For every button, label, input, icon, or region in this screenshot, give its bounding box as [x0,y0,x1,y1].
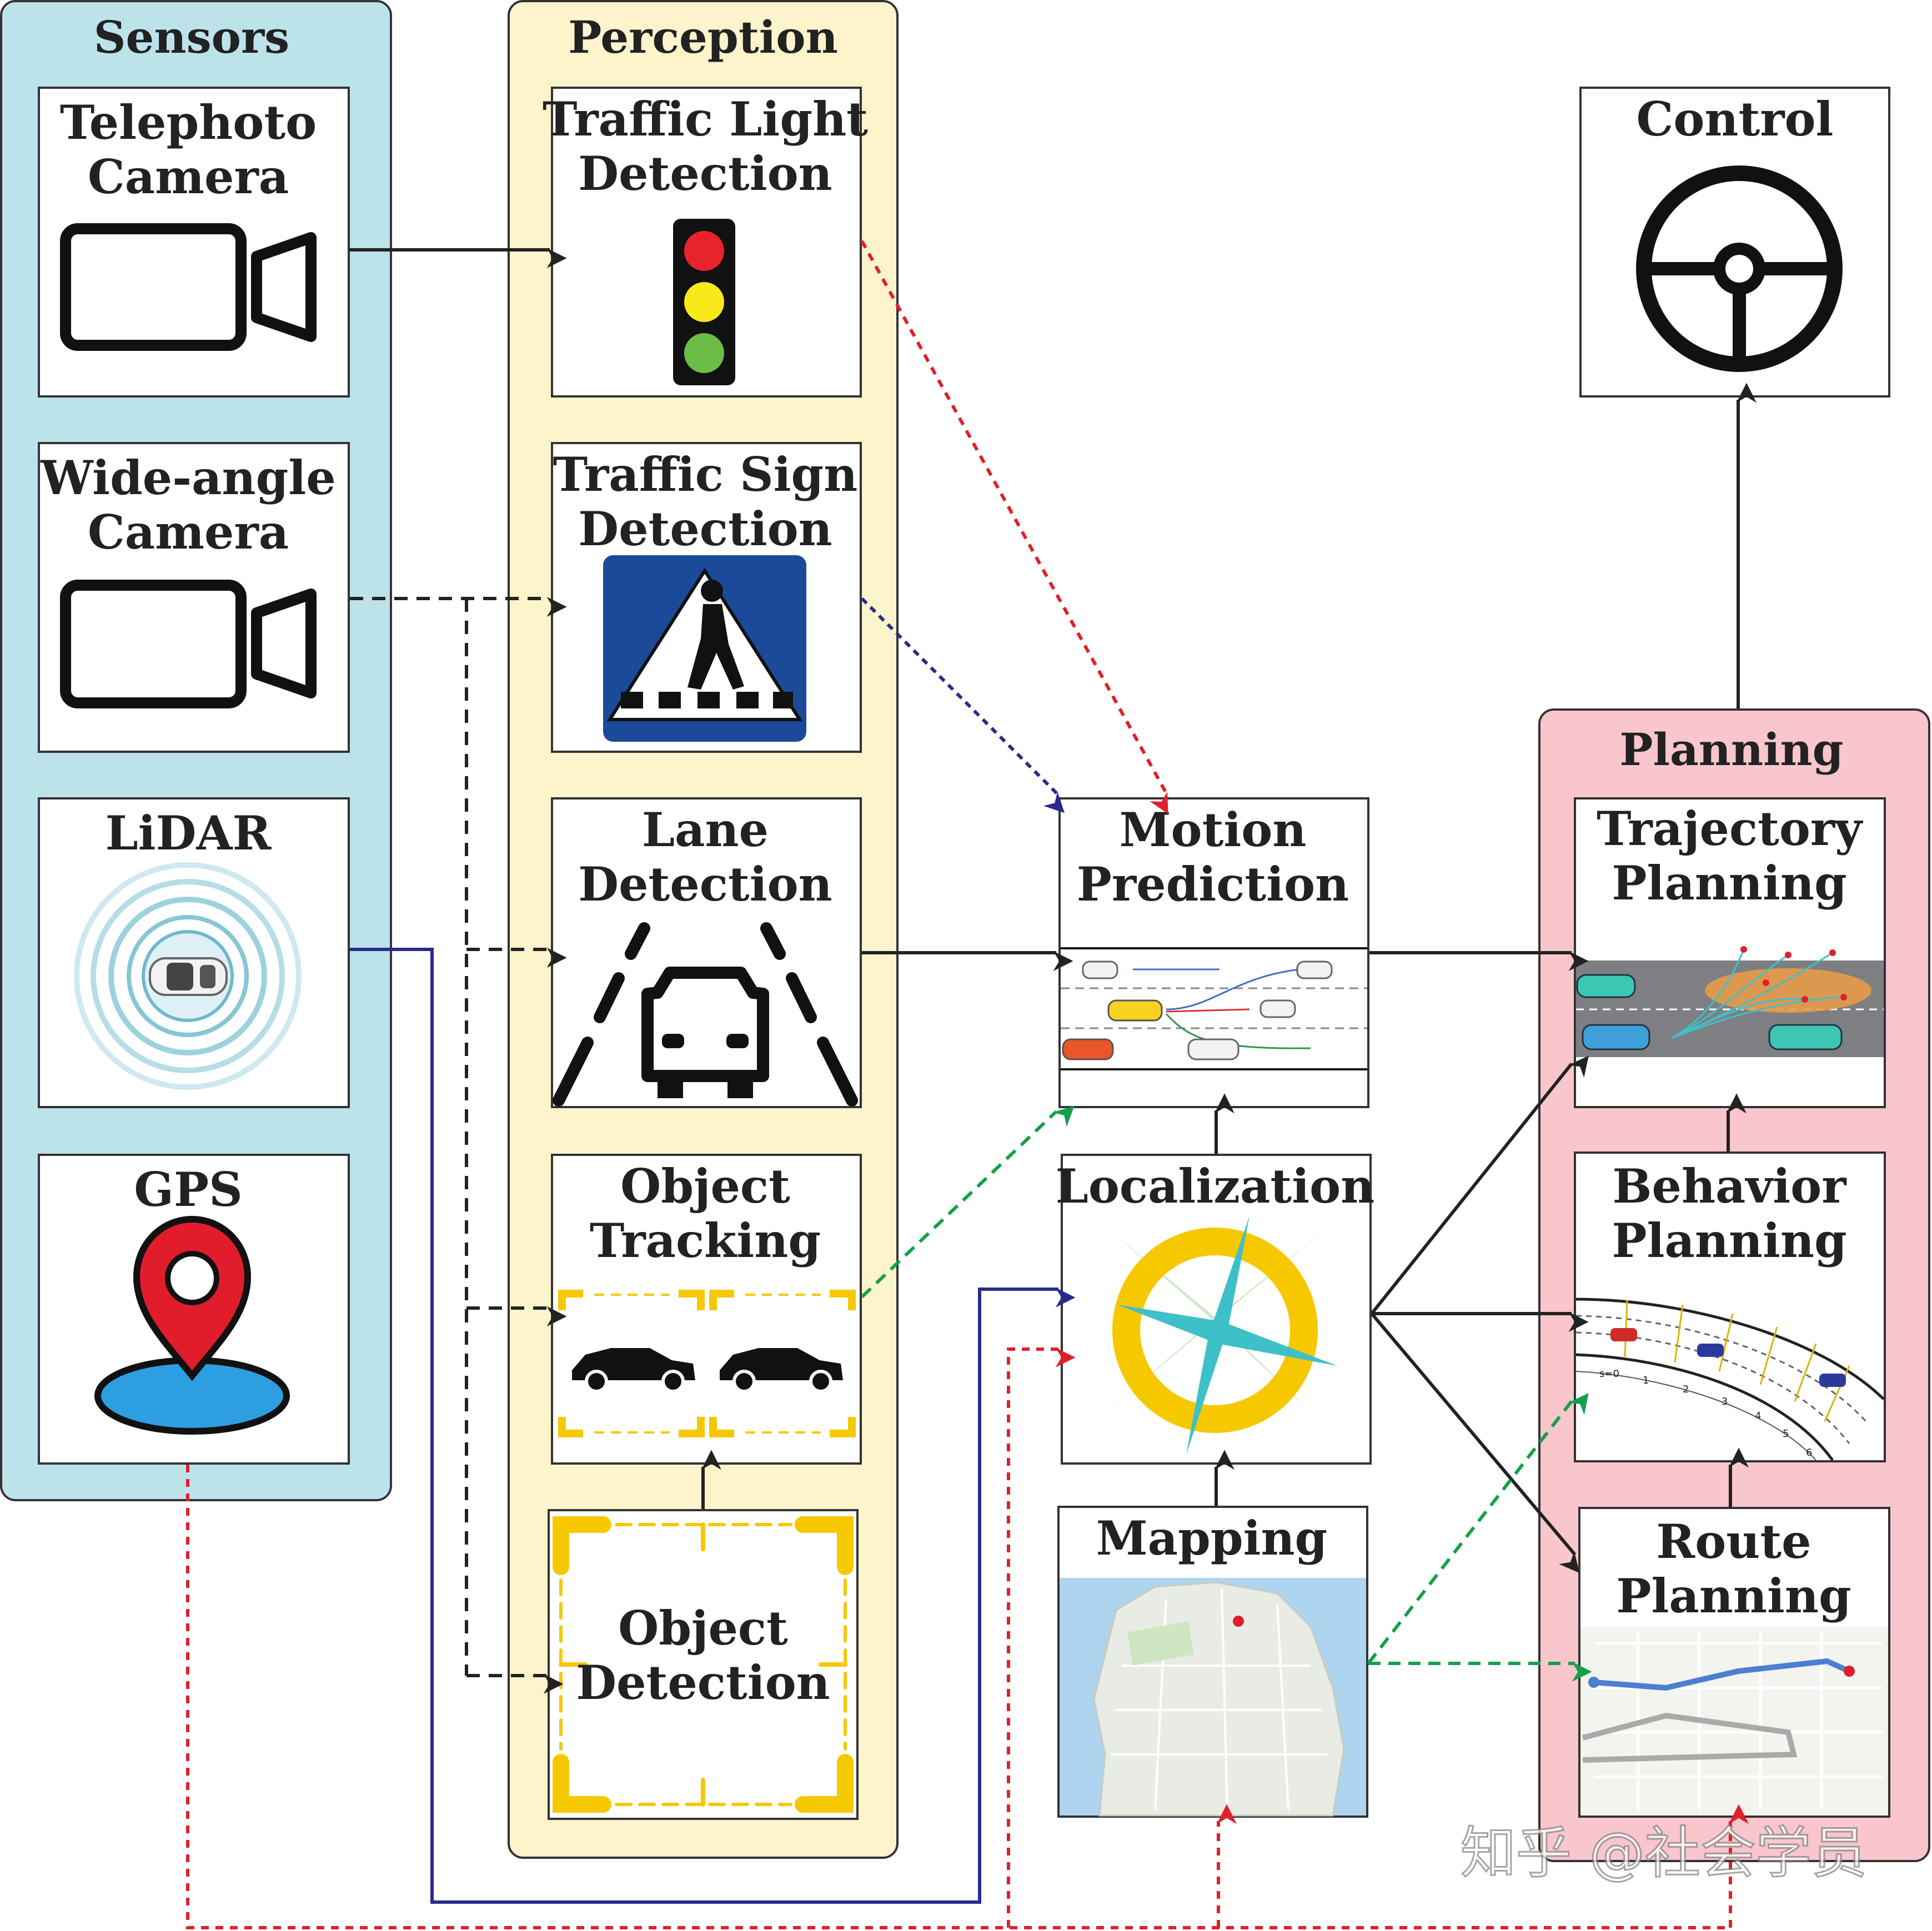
traffic-light-label-line1: Traffic Light [543,92,868,147]
traffic-sign-detection-box: Traffic Sign Detection [551,442,862,753]
pedestrian-icon [688,580,744,690]
object-tracking-box: Object Tracking [551,1154,862,1465]
car-top-icon [149,957,228,996]
arrow-localization-to-route [1370,1313,1580,1573]
traffic-light-detection-box: Traffic Light Detection [543,87,868,398]
trajectory-planning-box: Trajectory Planning [1574,797,1886,1108]
object-tracking-label-line2: Tracking [590,1213,821,1268]
traffic-light-label-line2: Detection [578,146,832,201]
behavior-curve-road-icon [1575,1298,1885,1461]
trajectory-label-line2: Planning [1612,856,1846,911]
tracking-frames-icon [558,1290,856,1437]
localization-label: Localization [1056,1159,1374,1214]
map-icon [1060,1578,1366,1817]
arrow-mapping-to-behavior [1367,1393,1589,1665]
localization-box: Localization [1056,1154,1374,1465]
steering-wheel-icon [1636,165,1843,372]
object-detection-box: Object Detection [548,1509,859,1820]
route-map-icon [1580,1627,1888,1816]
behavior-scale-label: 6 [1806,1447,1812,1459]
trajectory-road-icon [1576,946,1884,1057]
control-label: Control [1637,92,1834,147]
behavior-label-line2: Planning [1612,1213,1846,1268]
gps-box: GPS [38,1154,350,1465]
arrow-traffic-light-to-motion [860,240,1169,814]
wide-angle-label-line2: Camera [88,505,289,560]
lane-car-icon [553,922,858,1107]
connectors [186,240,1757,1929]
perception-group-title: Perception [568,11,837,63]
traffic-sign-label-line1: Traffic Sign [553,447,858,502]
behavior-label-line1: Behavior [1613,1159,1848,1214]
lane-detection-box: Lane Detection [551,797,862,1108]
route-planning-box: Route Planning [1578,1507,1890,1818]
motion-prediction-box: Motion Prediction [1058,797,1369,1108]
lidar-label: LiDAR [106,806,272,861]
wide-angle-camera-box: Wide-angle Camera [38,442,350,753]
road-scene-icon [1061,947,1367,1070]
behavior-planning-box: Behavior Planning s=0 1 2 3 [1574,1151,1886,1462]
object-detection-label-line1: Object [618,1601,788,1656]
route-label-line2: Planning [1616,1568,1851,1623]
control-box: Control [1579,87,1890,398]
camera-icon [60,580,317,708]
arrow-traffic-sign-to-motion [860,597,1065,813]
behavior-scale-label: 3 [1722,1396,1728,1407]
traffic-light-icon [673,219,735,385]
traffic-sign-label-line2: Detection [578,501,832,556]
trajectory-label-line1: Trajectory [1597,801,1863,856]
detection-frame-icon [553,1516,854,1813]
object-detection-label-line2: Detection [576,1655,830,1710]
behavior-scale-label: s=0 [1599,1368,1619,1380]
arrow-lidar-to-localization [350,948,1076,1904]
arrow-gps-to-localization [1007,1347,1076,1928]
arrow-localization-to-trajectory [1370,1055,1589,1315]
motion-prediction-label-line2: Prediction [1077,857,1349,912]
lane-label-line2: Detection [578,857,832,912]
telephoto-label-line1: Telephoto [60,95,317,150]
behavior-scale-label: 2 [1683,1384,1689,1395]
lidar-box: LiDAR [38,797,350,1108]
wide-angle-label-line1: Wide-angle [40,450,335,505]
arrow-tracking-to-motion [860,1105,1075,1299]
telephoto-label-line2: Camera [88,149,289,204]
watermark-text: 知乎 @社会学员 [1461,1821,1867,1885]
behavior-scale-label: 5 [1783,1428,1789,1440]
mapping-box: Mapping [1057,1506,1368,1818]
object-tracking-label-line1: Object [620,1159,790,1214]
gps-bus-line [186,1465,1730,1929]
lane-label-line1: Lane [642,802,769,857]
mapping-label: Mapping [1096,1511,1328,1566]
route-label-line1: Route [1656,1514,1811,1569]
compass-icon [1111,1216,1337,1455]
car-side-icon [720,1348,843,1393]
planning-group-title: Planning [1619,723,1843,776]
location-pin-icon [94,1215,290,1435]
behavior-scale-label: 4 [1755,1410,1761,1422]
telephoto-camera-box: Telephoto Camera [38,87,350,398]
sensors-group-title: Sensors [94,11,289,63]
gps-label: GPS [134,1162,243,1217]
camera-icon [60,223,317,351]
behavior-scale-label: 1 [1643,1375,1649,1386]
pedestrian-crossing-sign-icon [603,555,806,742]
motion-prediction-label-line1: Motion [1120,802,1307,857]
car-side-icon [572,1348,695,1393]
lidar-scan-icon [74,862,302,1090]
